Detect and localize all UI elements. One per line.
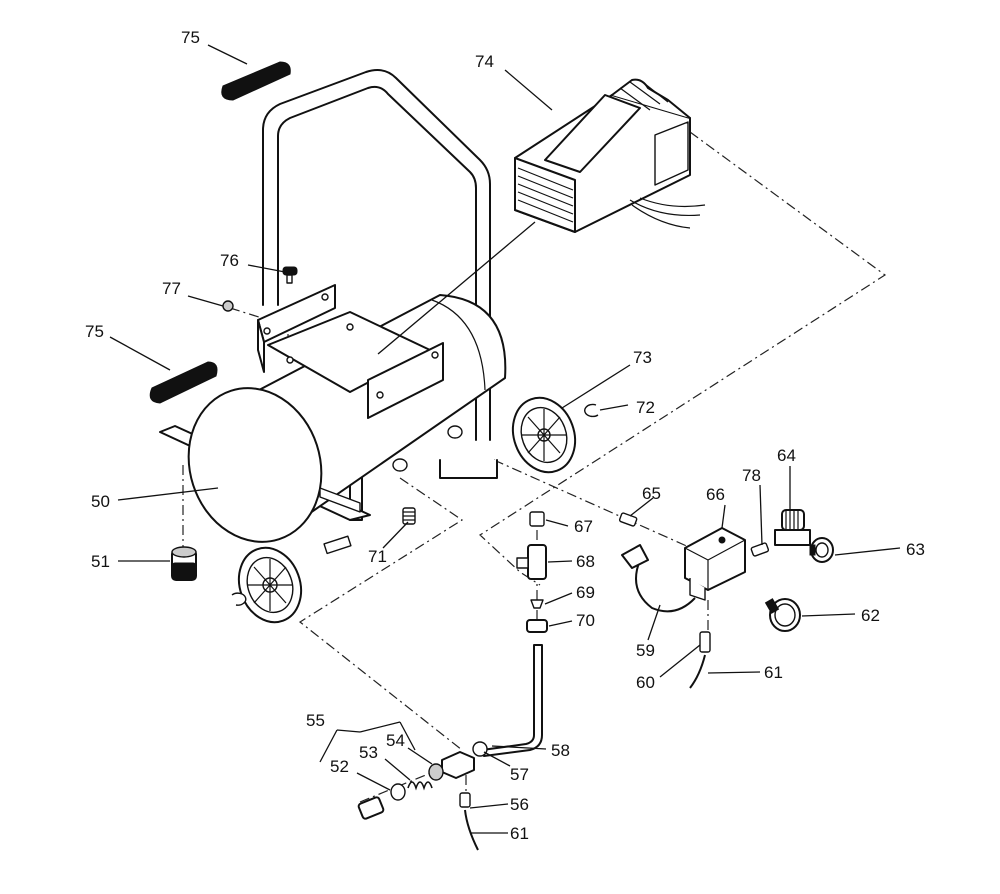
callout-57: 57 — [510, 765, 529, 784]
pump-motor-assembly — [514, 78, 706, 233]
callout-61b: 61 — [510, 824, 529, 843]
callout-60: 60 — [636, 673, 655, 692]
gauge-62 — [764, 598, 801, 632]
handle-grip-lower — [149, 361, 218, 404]
discharge-tube-58 — [481, 644, 543, 757]
callout-75b: 75 — [85, 322, 104, 341]
callout-73: 73 — [633, 348, 652, 367]
wheel-left — [237, 546, 303, 624]
callout-74: 74 — [475, 52, 494, 71]
pressure-switch-66 — [684, 527, 746, 601]
fitting-78 — [750, 542, 770, 557]
callout-54: 54 — [386, 731, 405, 750]
callout-50: 50 — [91, 492, 110, 511]
leader-lines — [109, 44, 901, 834]
callout-72: 72 — [636, 398, 655, 417]
callout-58: 58 — [551, 741, 570, 760]
callout-51: 51 — [91, 552, 110, 571]
callout-66: 66 — [706, 485, 725, 504]
callout-77: 77 — [162, 279, 181, 298]
callout-65: 65 — [642, 484, 661, 503]
check-valve-71 — [402, 507, 416, 525]
handle-grip-upper — [221, 61, 291, 101]
fitting-65 — [618, 512, 638, 527]
callout-64: 64 — [777, 446, 796, 465]
nut-70 — [526, 619, 548, 633]
callout-62: 62 — [861, 606, 880, 625]
drain-valve-51 — [171, 546, 197, 581]
callout-70: 70 — [576, 611, 595, 630]
gauge-63 — [809, 537, 834, 563]
plug-52 — [357, 796, 385, 820]
callout-52: 52 — [330, 757, 349, 776]
callout-75a: 75 — [181, 28, 200, 47]
callout-53: 53 — [359, 743, 378, 762]
bolt-76 — [282, 266, 298, 284]
retaining-ring-right — [584, 403, 599, 418]
fitting-56 — [459, 792, 471, 808]
callout-78: 78 — [742, 466, 761, 485]
callout-61a: 61 — [764, 663, 783, 682]
retaining-ring-left — [231, 592, 247, 606]
unloader-tube-61b — [464, 809, 479, 851]
callout-67: 67 — [574, 517, 593, 536]
tee-68 — [516, 544, 547, 580]
unloader-tube-61 — [689, 654, 706, 689]
spring-53 — [407, 781, 433, 791]
disc-54 — [428, 763, 444, 781]
screw-77 — [222, 300, 234, 312]
callout-69: 69 — [576, 583, 595, 602]
check-valve-body — [441, 741, 488, 779]
callout-63: 63 — [906, 540, 925, 559]
unloader-valve-60 — [699, 631, 711, 653]
callout-59: 59 — [636, 641, 655, 660]
o-ring — [390, 783, 406, 801]
callouts: 75 74 76 77 75 73 72 50 64 65 66 78 67 7… — [85, 28, 925, 843]
wheel-right — [511, 396, 577, 474]
motor-mount-bracket — [257, 284, 444, 419]
ferrule-69 — [530, 599, 544, 609]
callout-56: 56 — [510, 795, 529, 814]
callout-68: 68 — [576, 552, 595, 571]
regulator-64 — [774, 509, 811, 546]
elbow-67 — [529, 511, 545, 527]
callout-71: 71 — [368, 547, 387, 566]
callout-55: 55 — [306, 711, 325, 730]
power-cord-59 — [621, 544, 696, 613]
callout-76: 76 — [220, 251, 239, 270]
